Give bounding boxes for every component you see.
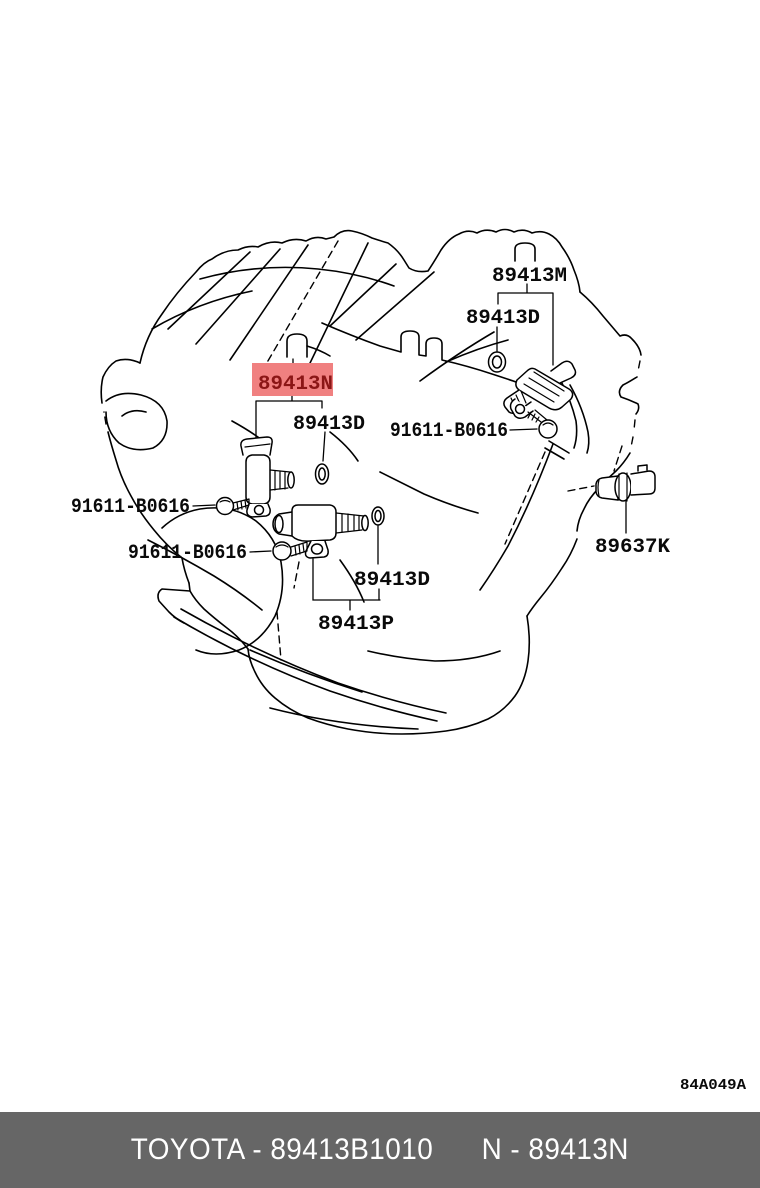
oil-pressure-switch-89637k	[595, 464, 656, 502]
bracket-89413m	[497, 283, 554, 366]
highlight-box	[252, 363, 333, 396]
part-label-89413d-low[interactable]: 89413D	[354, 569, 430, 592]
part-label-91611-b0616-lower[interactable]: 91611-B0616	[128, 542, 247, 565]
speed-sensor-89413m	[503, 360, 577, 420]
footer-bar: TOYOTA - 89413B1010 N - 89413N	[0, 1112, 760, 1188]
leader-bolt-right	[509, 428, 538, 431]
speed-sensor-89413n	[240, 436, 295, 518]
footer-text: TOYOTA - 89413B1010 N - 89413N	[131, 1133, 629, 1167]
part-label-89637k[interactable]: 89637K	[595, 536, 670, 559]
leader-lines	[192, 283, 627, 611]
bracket-89413p	[312, 558, 381, 611]
o-ring-89413d-low	[371, 506, 385, 526]
transmission-case-drawing	[100, 228, 642, 735]
part-label-89413m[interactable]: 89413M	[492, 265, 567, 288]
bolt-91611-b0616-right	[527, 409, 558, 439]
leader-89413d-low	[377, 525, 380, 601]
part-label-89413d-mid[interactable]: 89413D	[293, 413, 365, 436]
bolt-91611-b0616-left	[215, 496, 250, 516]
part-label-89413n-highlighted[interactable]: 89413N	[258, 373, 333, 396]
leader-bolt-lower	[249, 550, 272, 553]
sensor-bolt-hole	[514, 403, 526, 415]
figure-code: 84A049A	[680, 1077, 746, 1094]
o-ring-89413d-top	[487, 351, 507, 373]
sensor-bolt-hole	[253, 504, 265, 516]
part-label-91611-b0616-left[interactable]: 91611-B0616	[71, 496, 190, 519]
speed-sensor-89413p	[272, 504, 369, 559]
bracket-89413n	[255, 395, 323, 449]
part-label-89413p[interactable]: 89413P	[318, 613, 394, 636]
bolt-91611-b0616-lower	[272, 541, 308, 561]
part-labels: 89413M 89413D 89413N 89413D 91611-B0616 …	[71, 265, 746, 1094]
sensor-bolt-hole	[310, 543, 324, 555]
footer-reference-number: N - 89413N	[481, 1133, 630, 1166]
o-ring-89413d-mid	[314, 463, 330, 485]
part-label-91611-b0616-right[interactable]: 91611-B0616	[390, 420, 508, 443]
footer-brand-part-number: TOYOTA - 89413B1010	[130, 1133, 434, 1166]
leader-89413d-mid	[322, 431, 326, 462]
part-label-89413d-top[interactable]: 89413D	[466, 307, 540, 330]
leader-bolt-left	[192, 504, 216, 507]
